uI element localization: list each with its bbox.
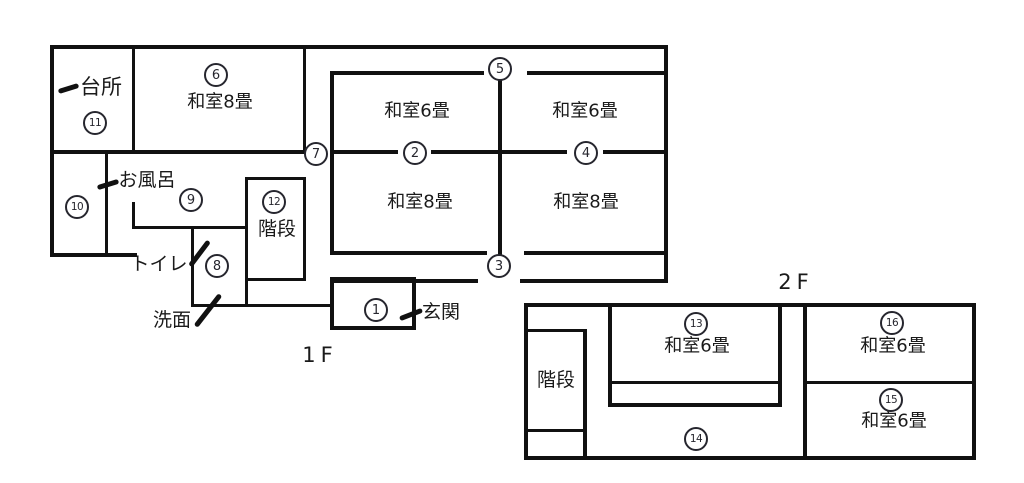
wall-1f-stairs-left	[245, 177, 248, 307]
tatami6-15-label: 和室6畳	[861, 410, 927, 432]
bath-label: お風呂	[118, 169, 176, 192]
marker-5: 5	[488, 57, 512, 81]
wall-1f-bottom-left	[50, 253, 137, 257]
stairs-2f-label: 階段	[536, 369, 576, 392]
room13-box	[608, 303, 782, 407]
marker-8: 8	[205, 254, 229, 278]
marker-11: 11	[83, 111, 107, 135]
wall-1f-outer-right	[664, 45, 668, 283]
wall-1f-washarea-bottom	[191, 304, 332, 307]
entrance-box	[330, 277, 416, 330]
wall-1f-rooms-divider-a	[330, 150, 398, 154]
wall-2f-room13-inner	[612, 381, 778, 384]
marker-15: 15	[879, 388, 903, 412]
kitchen-leader-tick	[57, 83, 80, 94]
tatami6-east-label: 和室6畳	[552, 100, 618, 122]
washroom-leader-tick	[193, 293, 223, 328]
wall-1f-rooms-divider-c	[603, 150, 668, 154]
marker-2: 2	[403, 141, 427, 165]
wall-1f-bath-stub	[132, 202, 135, 229]
wall-1f-inner-bottom-west	[330, 251, 487, 255]
stairs-1f-label: 階段	[257, 218, 297, 241]
wall-1f-kitchen-divider	[132, 45, 135, 152]
wall-2f-mid-vertical	[803, 303, 807, 460]
wall-1f-stairs-top	[245, 177, 306, 180]
marker-16: 16	[880, 311, 904, 335]
wall-1f-outer-top	[50, 45, 668, 49]
tatami8-east-label: 和室8畳	[553, 191, 619, 213]
wall-1f-inner-top-east	[527, 71, 668, 75]
tatami8-main-label: 和室8畳	[187, 91, 253, 113]
bath-leader-tick	[96, 178, 120, 191]
marker-1: 1	[364, 298, 388, 322]
marker-10: 10	[65, 195, 89, 219]
wall-1f-center-vertical	[498, 79, 502, 255]
wall-1f-mid-horizontal	[50, 150, 306, 154]
toilet-label: トイレ	[130, 253, 188, 276]
marker-3: 3	[487, 254, 511, 278]
tatami6-13-label: 和室6畳	[664, 335, 730, 357]
wall-1f-washarea-top	[132, 226, 248, 229]
wall-2f-stairs-right	[583, 329, 587, 460]
tatami6-west-label: 和室6畳	[384, 100, 450, 122]
marker-6: 6	[204, 63, 228, 87]
wall-1f-room6-right	[303, 45, 306, 152]
marker-7: 7	[304, 142, 328, 166]
floor1-label: 1F	[302, 342, 338, 367]
entrance-label: 玄関	[421, 301, 461, 324]
washroom-label: 洗面	[152, 309, 192, 332]
wall-2f-stairs-top	[524, 329, 586, 332]
kitchen-label: 台所	[80, 74, 122, 99]
wall-1f-rooms-divider-b	[431, 150, 567, 154]
wall-1f-room10-right	[105, 150, 108, 257]
marker-9: 9	[179, 188, 203, 212]
marker-4: 4	[574, 141, 598, 165]
wall-1f-stairs-bottom	[245, 278, 306, 281]
marker-12: 12	[262, 190, 286, 214]
wall-1f-inner-top-west	[330, 71, 484, 75]
marker-13: 13	[684, 312, 708, 336]
marker-14: 14	[684, 427, 708, 451]
wall-2f-east-divider	[806, 381, 976, 384]
wall-1f-inner-left	[330, 71, 334, 255]
wall-2f-stairs-mid	[524, 429, 586, 432]
wall-1f-outer-bottom-east	[520, 279, 668, 283]
tatami8-west-label: 和室8畳	[387, 191, 453, 213]
wall-1f-inner-bottom-east	[524, 251, 668, 255]
wall-1f-outer-bottom-west	[330, 279, 478, 283]
wall-1f-stairs-right	[303, 177, 306, 281]
tatami6-16-label: 和室6畳	[860, 335, 926, 357]
floor2-label: 2F	[778, 269, 814, 294]
